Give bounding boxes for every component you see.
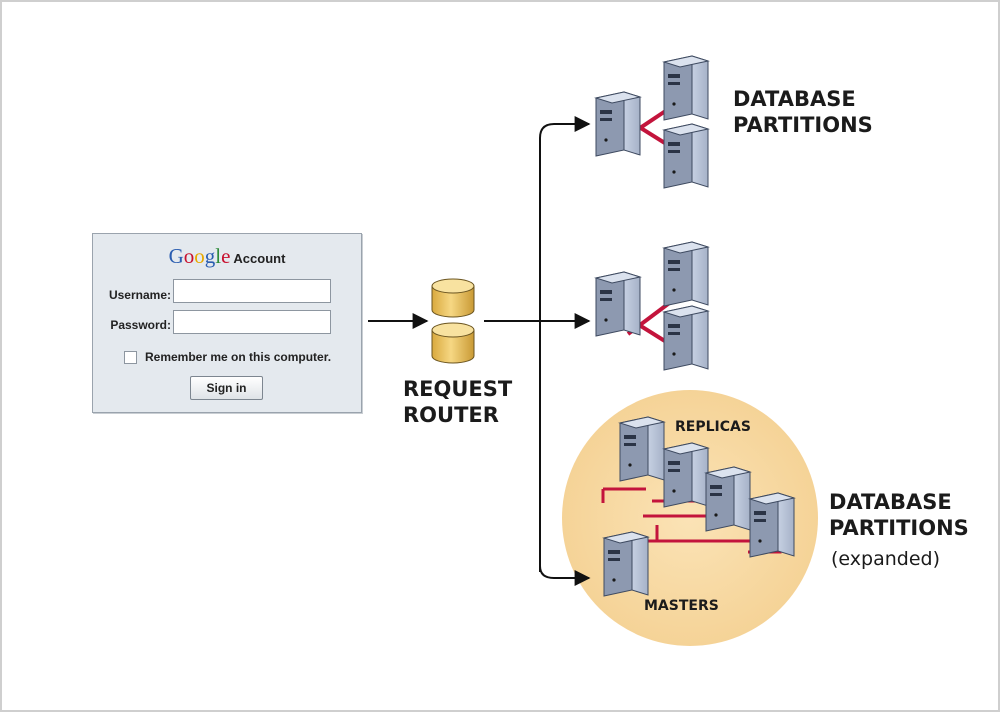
master-server-icon — [603, 531, 649, 597]
database-partitions-label-line1: DATABASE — [733, 87, 856, 111]
request-router-label-line2: ROUTER — [403, 403, 499, 427]
database-partitions-label-line2: PARTITIONS — [733, 113, 873, 137]
expanded-partitions-label-line1: DATABASE — [829, 490, 952, 514]
replicas-label: REPLICAS — [675, 419, 751, 435]
server-icon — [595, 91, 641, 157]
replica-server-icon — [619, 416, 665, 482]
server-icon — [595, 271, 641, 337]
password-field[interactable] — [173, 310, 331, 334]
router-to-top-partition-arrow — [539, 116, 591, 572]
server-icon — [663, 241, 709, 307]
username-field[interactable] — [173, 279, 331, 303]
database-partition-top — [595, 55, 709, 189]
remember-me-label: Remember me on this computer. — [145, 350, 332, 364]
database-partitions-label: DATABASE PARTITIONS — [733, 86, 903, 138]
server-icon — [663, 123, 709, 189]
server-icon — [663, 305, 709, 371]
remember-me-checkbox[interactable] — [124, 351, 137, 364]
masters-label: MASTERS — [644, 598, 719, 614]
password-label: Password: — [110, 318, 171, 332]
router-to-expanded-partition-arrow — [539, 560, 591, 586]
sign-in-button[interactable]: Sign in — [190, 376, 263, 400]
request-router-label: REQUEST ROUTER — [403, 376, 523, 428]
server-icon — [663, 55, 709, 121]
replica-server-icon — [749, 492, 795, 558]
replica-server-icon — [705, 466, 751, 532]
expanded-partitions-label-line2: PARTITIONS — [829, 516, 969, 540]
expanded-note: (expanded) — [831, 548, 940, 570]
replica-server-icon — [663, 442, 709, 508]
username-label: Username: — [108, 288, 171, 302]
google-logo: Google — [168, 244, 231, 268]
database-partition-middle — [595, 241, 709, 371]
account-label: Account — [233, 251, 286, 266]
expanded-partitions-label: DATABASE PARTITIONS — [829, 489, 989, 541]
request-router-label-line1: REQUEST — [403, 377, 513, 401]
request-router-icon — [431, 278, 475, 364]
